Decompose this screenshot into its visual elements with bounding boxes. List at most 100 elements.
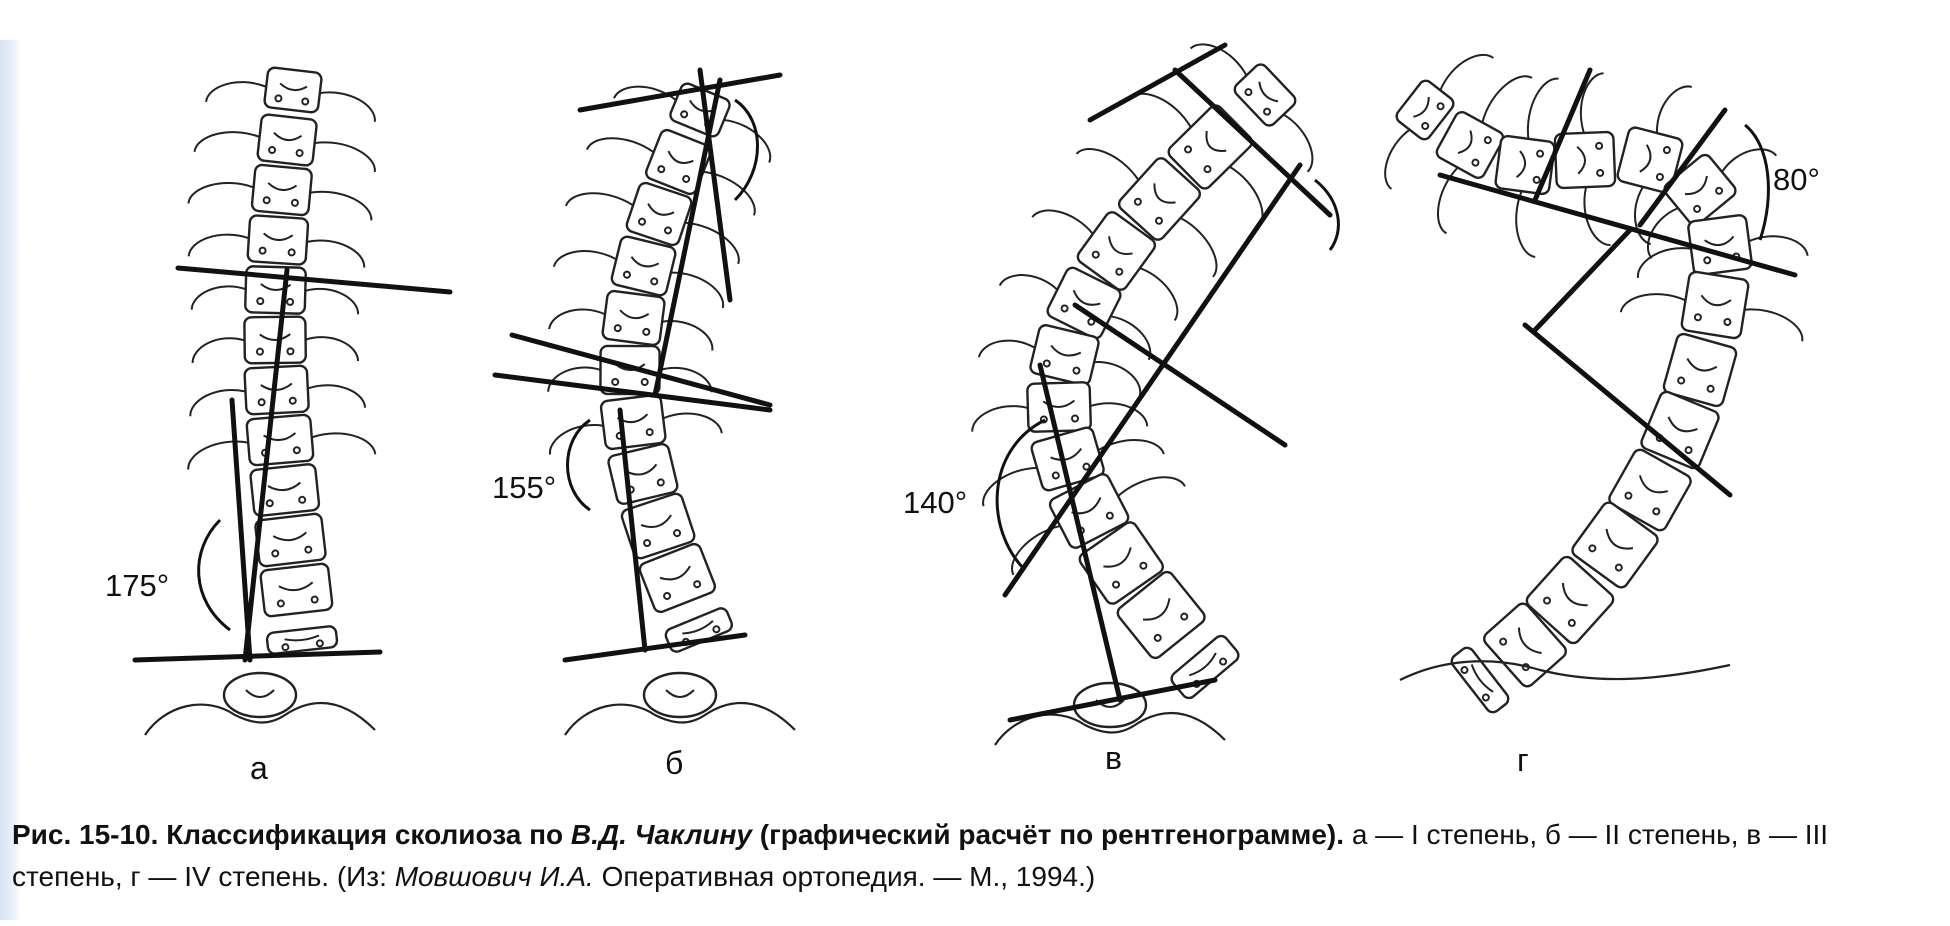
rib-left [1031, 209, 1094, 235]
vertebra [1646, 148, 1778, 259]
vertebra-mark [1667, 416, 1698, 433]
perpendicular-line-2 [229, 397, 253, 663]
rib-right [319, 91, 376, 122]
vertebra-mark [659, 565, 691, 581]
vertebra-dot [1614, 563, 1623, 572]
vertebra-mark [626, 463, 658, 476]
vertebra-dot [1115, 267, 1124, 276]
vertebra-mark [1704, 235, 1735, 247]
vertebra-dot [1051, 471, 1060, 480]
rib-left [187, 440, 249, 470]
spine-drawings [132, 42, 1809, 746]
vertebra-mark [1576, 145, 1586, 175]
vertebra-dot [287, 248, 296, 257]
rib-left [977, 339, 1036, 358]
vertebra-dot [1091, 250, 1100, 259]
rib-left [191, 337, 245, 364]
vertebra-dot [290, 198, 299, 207]
caption-source-post: Оперативная ортопедия. — М., 1994.) [601, 861, 1096, 892]
sacrum [642, 671, 718, 719]
vertebra-mark [273, 132, 303, 142]
vertebra-mark [267, 182, 298, 191]
endplate-line-bottom [1007, 677, 1218, 723]
spine-panel-b [492, 67, 796, 736]
rib-right [1097, 439, 1165, 455]
vertebra-mark [682, 620, 714, 635]
vertebra-mark [1153, 183, 1176, 204]
vertebra-dot [1481, 693, 1490, 702]
vertebra-dot [1693, 204, 1702, 213]
vertebra-dot [271, 549, 280, 558]
vertebra-dot [613, 324, 622, 333]
vertebra-dot [1532, 175, 1541, 184]
angle-arc-b-top [733, 98, 759, 202]
vertebra-dot [1684, 446, 1693, 455]
vertebra-mark [1517, 627, 1542, 655]
vertebra-mark [284, 634, 320, 642]
endplate-line-bottom [562, 632, 748, 663]
perpendicular-line-1 [1532, 67, 1593, 203]
rib-left [982, 466, 1038, 507]
vertebra [1619, 270, 1804, 342]
vertebra-dot [1072, 366, 1081, 375]
rib-right [1439, 53, 1494, 91]
vertebra [548, 289, 714, 351]
caption-source-author: Мовшович И.А. [394, 861, 594, 892]
vertebra-dot [656, 478, 665, 487]
vertebra-dot [1703, 256, 1712, 265]
vertebra [1078, 521, 1165, 605]
vertebra-dot [286, 347, 295, 356]
vertebra-mark [1142, 598, 1171, 621]
vertebra-dot [257, 398, 266, 407]
vertebra [620, 492, 696, 560]
endplate-line-top [577, 72, 783, 113]
rib-left [564, 192, 634, 207]
vertebra-dot [268, 145, 277, 154]
rib-right [1721, 148, 1778, 173]
vertebra-dot [1244, 88, 1253, 97]
perpendicular-line-3 [1532, 227, 1633, 333]
vertebra-dot [657, 165, 666, 174]
sacrum [222, 671, 298, 719]
rib-left [1384, 128, 1411, 190]
rib-right [307, 384, 367, 408]
vertebra-mark [630, 256, 660, 268]
vertebra-dot [265, 499, 274, 508]
vertebra-dot [1536, 149, 1545, 158]
rib-right [1117, 476, 1186, 497]
vertebra-dot [1723, 317, 1732, 326]
vertebra-dot [1715, 186, 1724, 195]
vertebra-dot [1595, 141, 1604, 150]
vertebra-dot [1060, 304, 1069, 313]
vertebra-mark [1605, 528, 1634, 550]
spine-panel-v [971, 42, 1340, 746]
vertebra [1553, 72, 1617, 246]
vertebra-dot [1263, 107, 1272, 116]
vertebra [191, 315, 360, 365]
vertebra-dot [1071, 414, 1080, 423]
angle-label-a: 175° [105, 568, 170, 603]
vertebra-dot [1112, 580, 1121, 589]
rib-right [314, 141, 376, 173]
vertebra-mark [279, 82, 308, 92]
rib-left [549, 424, 604, 455]
caption-author: В.Д. Чаклину [570, 819, 752, 850]
vertebra-mark [267, 481, 302, 492]
vertebra [193, 113, 376, 173]
vertebra [1189, 43, 1314, 173]
vertebra-dot [1655, 172, 1664, 181]
rib-right [1139, 267, 1179, 322]
vertebra [254, 512, 327, 568]
vertebra-dot [255, 347, 264, 356]
vertebra-mark [278, 581, 314, 592]
vertebra-dot [642, 327, 651, 336]
vertebra [249, 463, 321, 517]
rib-left [190, 285, 247, 310]
vertebra [1031, 209, 1179, 322]
rib-right [703, 170, 756, 216]
vertebra [547, 344, 713, 396]
vertebra [552, 235, 725, 309]
rib-left [187, 182, 254, 204]
vertebra-dot [1082, 462, 1091, 471]
